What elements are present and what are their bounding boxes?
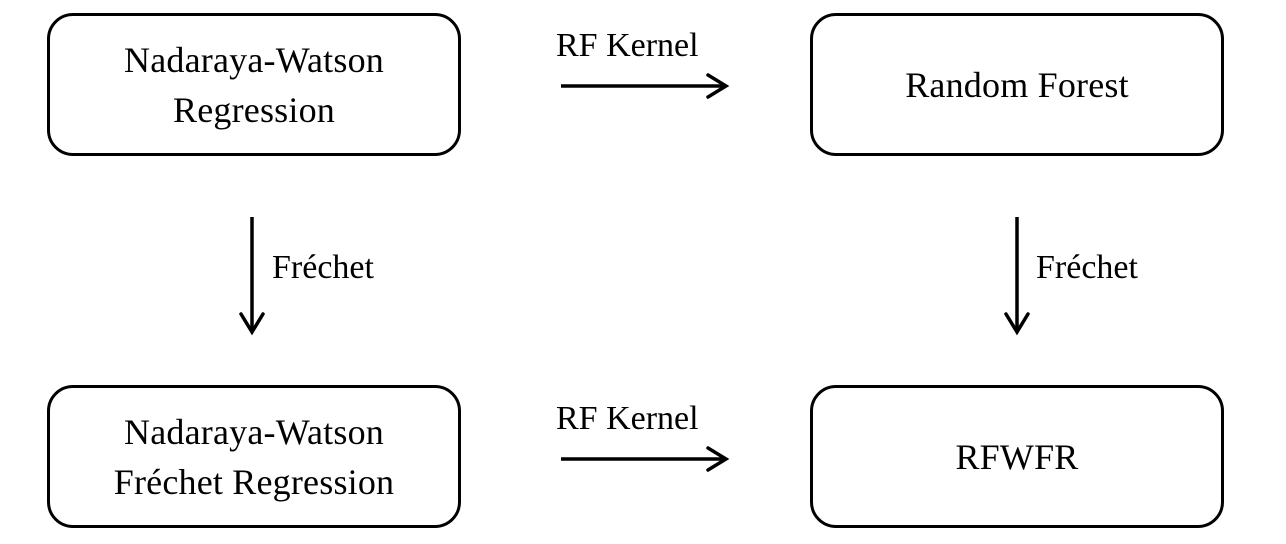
node-random-forest[interactable]: Random Forest — [810, 13, 1224, 156]
edge-label-top-rf-kernel: RF Kernel — [556, 27, 699, 64]
node-label: RFWFR — [955, 436, 1079, 477]
arrow-down-left — [239, 217, 265, 336]
node-nadaraya-watson-frechet-regression[interactable]: Nadaraya-Watson Fréchet Regression — [47, 385, 461, 528]
arrow-right-bottom — [561, 446, 730, 472]
edge-label-right-frechet: Fréchet — [1036, 249, 1138, 286]
edge-label-left-frechet: Fréchet — [272, 249, 374, 286]
node-nadaraya-watson-regression[interactable]: Nadaraya-Watson Regression — [47, 13, 461, 156]
node-label: Nadaraya-Watson Fréchet Regression — [113, 411, 395, 502]
edge-label-bottom-rf-kernel: RF Kernel — [556, 400, 699, 437]
node-label: Nadaraya-Watson Regression — [124, 39, 384, 130]
node-rfwfr[interactable]: RFWFR — [810, 385, 1224, 528]
arrow-right-top — [561, 73, 730, 99]
arrow-down-right — [1004, 217, 1030, 336]
node-label: Random Forest — [905, 64, 1129, 105]
